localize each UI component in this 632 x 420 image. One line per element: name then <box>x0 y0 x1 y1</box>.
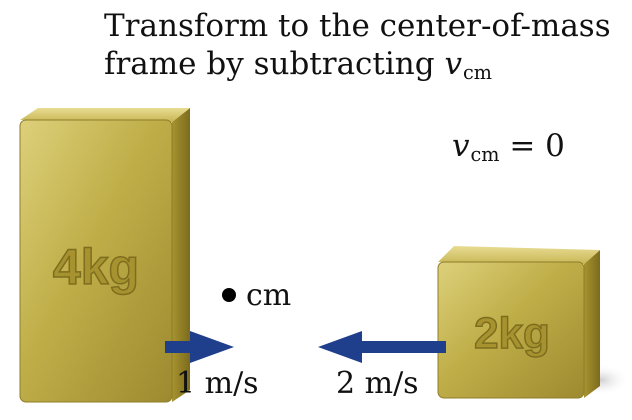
block-2kg-side <box>584 250 600 398</box>
cm-dot <box>222 288 236 302</box>
arrow-right-head <box>190 331 234 363</box>
block-4kg-label: 4kg <box>53 239 139 295</box>
block-2kg-label: 2kg <box>474 309 550 358</box>
title-line-2: frame by subtracting vcm <box>104 46 624 85</box>
velocity-right-label: 2 m/s <box>336 366 419 401</box>
cm-label: cm <box>246 278 292 313</box>
arrow-left-shaft <box>356 341 446 353</box>
arrow-left-2ms <box>318 331 446 363</box>
vcm-equals-zero: = 0 <box>499 128 565 164</box>
block-4kg-top <box>20 108 190 122</box>
block-4kg: 4kg <box>19 108 190 403</box>
title-line-1: Transform to the center-of-mass <box>104 8 611 44</box>
block-2kg-front <box>437 261 585 399</box>
diagram-title: Transform to the center-of-mass frame by… <box>104 8 624 85</box>
title-vcm-symbol: vcm <box>444 45 492 85</box>
vcm-equation: vcm = 0 <box>452 128 565 166</box>
arrow-right-shaft <box>165 341 195 353</box>
block-2kg: 2kg <box>437 246 600 399</box>
title-line-2-text: frame by subtracting <box>104 45 445 82</box>
block-4kg-front <box>19 119 173 403</box>
arrow-left-head <box>318 331 362 363</box>
block-2kg-top <box>438 246 600 264</box>
vcm-symbol: vcm <box>452 128 500 167</box>
velocity-left-label: 1 m/s <box>176 366 259 401</box>
block-4kg-side <box>172 108 190 402</box>
arrow-right-1ms <box>165 331 234 363</box>
